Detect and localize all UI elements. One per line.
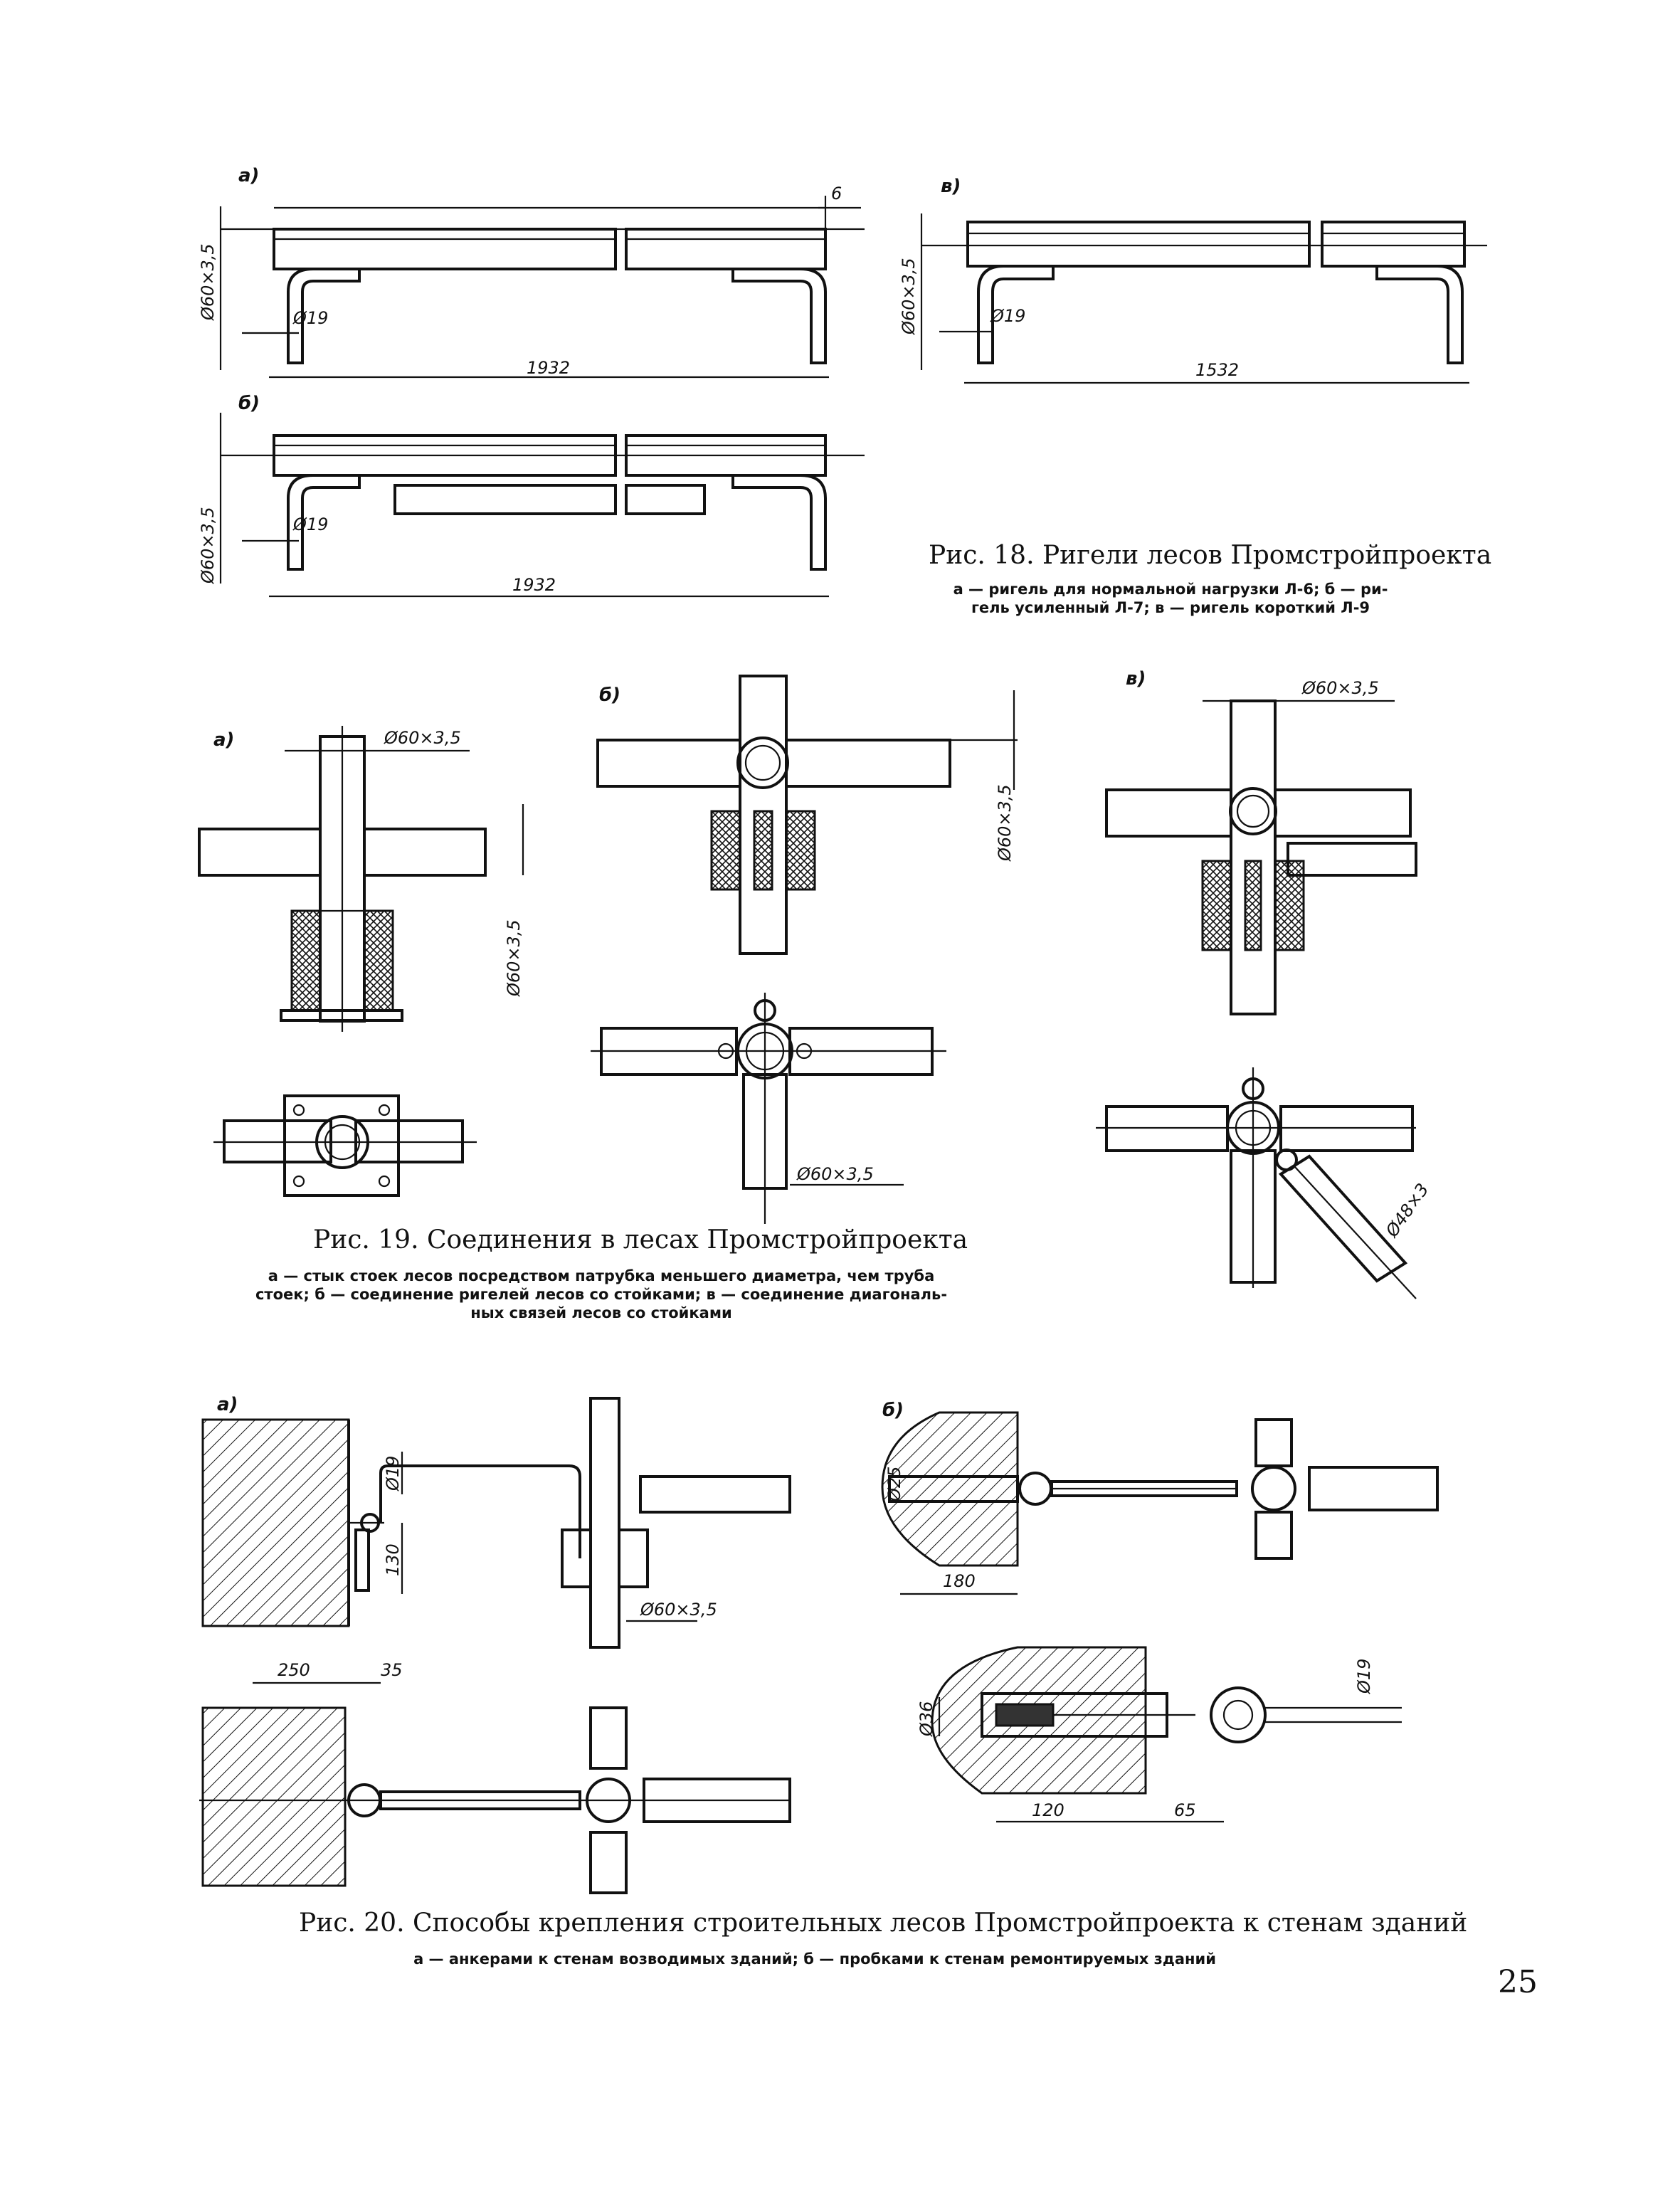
fig20-a-dim-35: 35 <box>381 1660 403 1680</box>
fig18-caption-line2: гель усиленный Л-7; в — ригель короткий … <box>971 599 1370 616</box>
fig19-label-v: в) <box>1126 668 1146 690</box>
fig18-caption: а — ригель для нормальной нагрузки Л-6; … <box>921 580 1420 617</box>
fig18-dim-6: 6 <box>831 184 842 204</box>
fig20-b-plug: б) 180 Ø25 Ø36 120 65 Ø19 <box>881 1400 1439 1823</box>
fig20-label-a: а) <box>217 1394 238 1415</box>
fig18-label-v: в) <box>941 176 961 197</box>
fig18-a-crossbar: а) 6 Ø60×3,5 Ø19 1932 <box>198 165 865 379</box>
fig20-b-dim-180: 180 <box>943 1571 976 1591</box>
fig20-b-dim-d25: Ø25 <box>884 1467 904 1502</box>
fig19-a-dim-tube: Ø60×3,5 <box>384 728 461 748</box>
fig18-v-length: 1532 <box>1195 360 1239 380</box>
fig18-b-length: 1932 <box>512 575 556 595</box>
fig19-v-diagonal-joint: в) Ø60×3,5 Ø48×3 <box>1096 668 1433 1299</box>
fig20-b-dim-19: Ø19 <box>1354 1659 1374 1694</box>
fig18-v-dim-tube: Ø60×3,5 <box>899 258 919 335</box>
fig19-b-dim-tube-v: Ø60×3,5 <box>995 784 1015 862</box>
fig18-a-dim-pin: Ø19 <box>292 308 328 328</box>
fig18-a-length: 1932 <box>527 358 570 378</box>
fig19-caption: а — стык стоек лесов посредством патрубк… <box>199 1267 1003 1322</box>
fig20-a-dim-tube: Ø60×3,5 <box>640 1600 717 1620</box>
fig18-label-b: б) <box>238 393 260 414</box>
fig20-caption-line1: а — анкерами к стенам возводимых зданий;… <box>413 1950 1216 1968</box>
fig19-caption-line3: ных связей лесов со стойками <box>470 1304 732 1321</box>
fig19-v-dim-tube: Ø60×3,5 <box>1301 678 1379 698</box>
fig20-a-dim-250: 250 <box>278 1660 310 1680</box>
fig20-caption: а — анкерами к стенам возводимых зданий;… <box>299 1950 1331 1968</box>
fig18-v-dim-pin: Ø19 <box>990 306 1025 326</box>
fig18-label-a: а) <box>238 165 259 186</box>
fig19-caption-line1: а — стык стоек лесов посредством патрубк… <box>268 1267 935 1284</box>
fig20-b-dim-d36: Ø36 <box>916 1701 936 1737</box>
fig18-title: Рис. 18. Ригели лесов Промстройпроекта <box>929 541 1492 570</box>
fig20-a-anchor: а) Ø19 130 Ø60×3,5 250 35 <box>199 1394 791 1894</box>
fig20-a-dim-130: 130 <box>383 1543 403 1576</box>
fig18-b-crossbar: б) Ø60×3,5 Ø19 1932 <box>198 393 865 598</box>
fig19-b-crossbar-post: б) Ø60×3,5 Ø60×3,5 <box>591 675 1018 1224</box>
fig20-b-dim-65: 65 <box>1174 1800 1196 1820</box>
fig20-title: Рис. 20. Способы крепления строительных … <box>299 1908 1468 1938</box>
page-number: 25 <box>1498 1964 1538 2000</box>
fig18-b-dim-tube: Ø60×3,5 <box>198 507 218 584</box>
fig19-a-dim-tube-v: Ø60×3,5 <box>504 919 524 997</box>
fig20-a-dim-19: Ø19 <box>383 1456 403 1491</box>
fig19-label-a: а) <box>213 729 234 751</box>
fig19-label-b: б) <box>599 685 620 706</box>
fig20-b-dim-120: 120 <box>1032 1800 1064 1820</box>
fig19-b-dim-tube: Ø60×3,5 <box>796 1164 874 1184</box>
fig18-a-dim-tube: Ø60×3,5 <box>198 243 218 321</box>
fig19-a-post-joint: а) Ø60×3,5 Ø60×3,5 <box>198 726 524 1197</box>
fig18-v-crossbar: в) Ø60×3,5 Ø19 1532 <box>899 176 1487 384</box>
fig19-v-dim-diag: Ø48×3 <box>1381 1180 1432 1241</box>
fig19-caption-line2: стоек; б — соединение ригелей лесов со с… <box>255 1286 948 1303</box>
fig20-label-b: б) <box>882 1400 904 1421</box>
fig18-caption-line1: а — ригель для нормальной нагрузки Л-6; … <box>953 581 1388 598</box>
fig19-title: Рис. 19. Соединения в лесах Промстройпро… <box>313 1225 968 1255</box>
fig18-b-dim-pin: Ø19 <box>292 514 328 534</box>
